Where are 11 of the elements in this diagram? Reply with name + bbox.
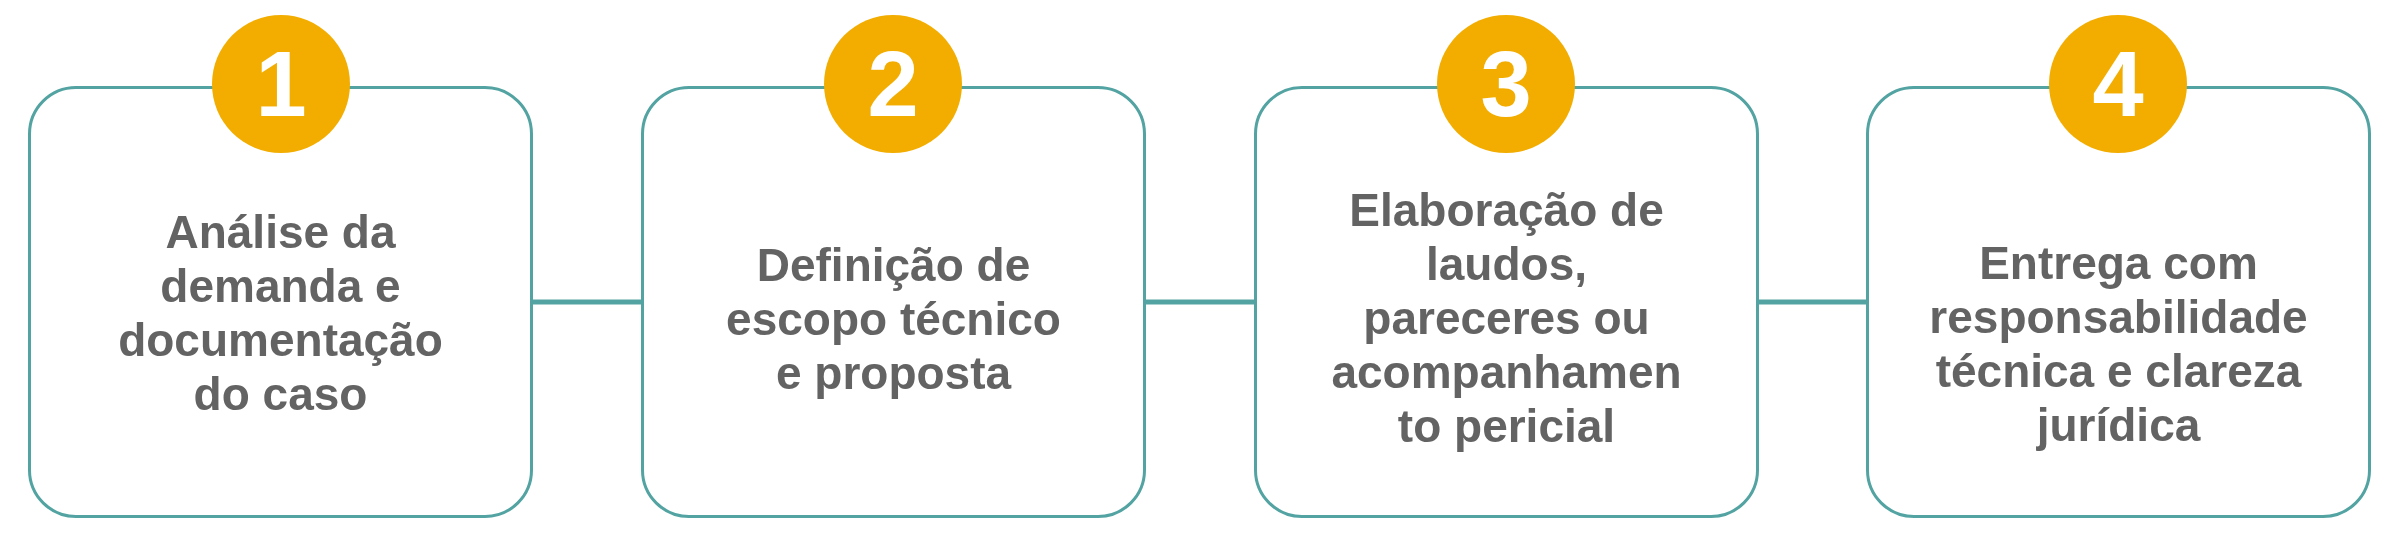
- step-description: Elaboração de laudos, pareceres ou acompanhamen to pericial: [1330, 183, 1683, 453]
- step-description: Análise da demanda e documentação do caso: [117, 205, 444, 421]
- connector-line: [1759, 299, 1866, 305]
- step-number: 4: [2092, 38, 2144, 130]
- step-number: 2: [867, 38, 919, 130]
- connector-line: [1146, 299, 1254, 305]
- step-description: Entrega com responsabilidade técnica e clareza jurídica: [1928, 236, 2309, 452]
- step-description: Definição de escopo técnico e proposta: [725, 238, 1062, 400]
- connector-line: [533, 299, 641, 305]
- step-number: 3: [1480, 38, 1532, 130]
- step-number: 1: [255, 38, 307, 130]
